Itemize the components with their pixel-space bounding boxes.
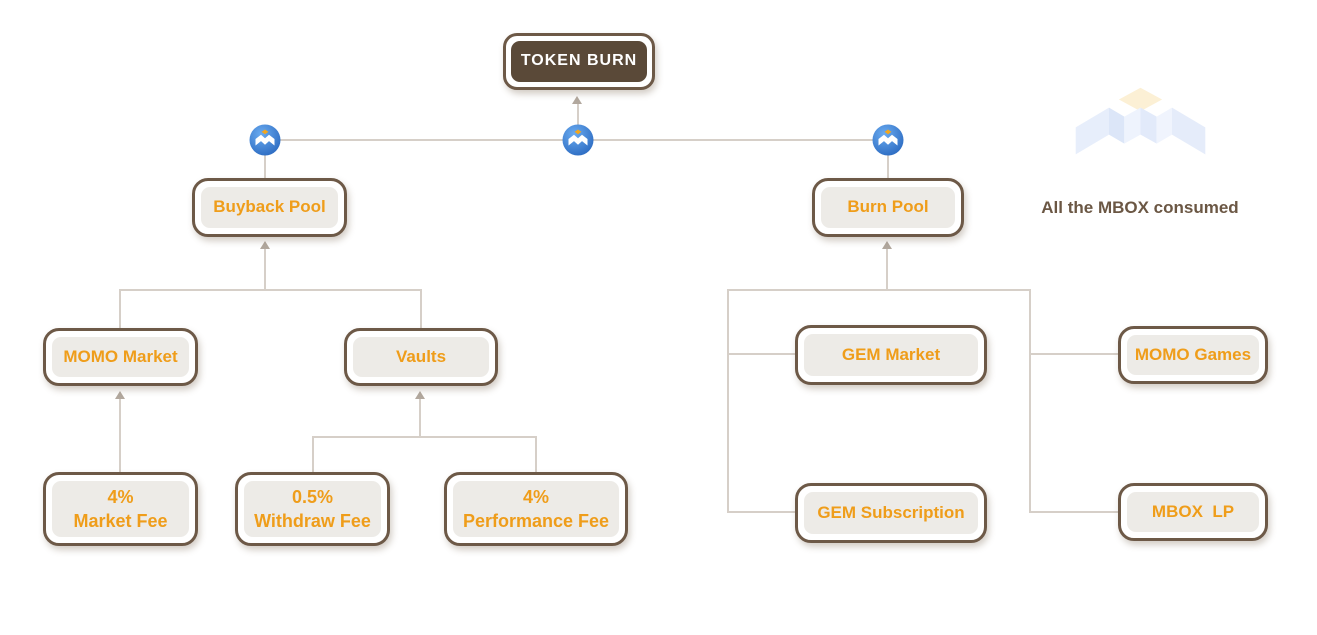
edge-buyback-bus — [120, 289, 422, 291]
node-buyback-pool: Buyback Pool — [192, 178, 347, 237]
edge-burn-right-rail — [1029, 289, 1031, 513]
edge-burn-left-rail — [727, 289, 729, 513]
node-momo-market: MOMO Market — [43, 328, 198, 386]
node-mbox-lp: MBOX LP — [1118, 483, 1268, 541]
edge-vaults-bus — [313, 436, 537, 438]
node-momo-games: MOMO Games — [1118, 326, 1268, 384]
node-mbox-lp-label: MBOX LP — [1151, 501, 1235, 521]
market-fee-percent: 4% — [107, 486, 134, 507]
node-token-burn: TOKEN BURN — [503, 33, 655, 90]
node-momo-market-label: MOMO Market — [63, 346, 178, 366]
edge-to-vaults — [419, 399, 421, 437]
withdraw-fee-percent: 0.5% — [291, 486, 334, 507]
edge-drop-withdraw-fee — [312, 436, 314, 472]
performance-fee-percent: 4% — [522, 486, 549, 507]
node-gem-market-label: GEM Market — [841, 344, 941, 364]
edge-left-coin-stem — [264, 140, 266, 178]
node-vaults: Vaults — [344, 328, 498, 386]
node-gem-subscription-label: GEM Subscription — [817, 502, 965, 522]
mobox-coin-icon — [872, 124, 904, 156]
node-burn-pool: Burn Pool — [812, 178, 964, 237]
node-buyback-pool-label: Buyback Pool — [213, 197, 326, 217]
edge-right-coin-stem — [887, 140, 889, 178]
node-withdraw-fee: 0.5% Withdraw Fee — [235, 472, 390, 546]
edge-drop-momo-market — [119, 289, 121, 328]
node-vaults-label: Vaults — [395, 346, 447, 366]
node-burn-pool-label: Burn Pool — [847, 197, 929, 217]
node-performance-fee: 4% Performance Fee — [444, 472, 628, 546]
node-gem-market: GEM Market — [795, 325, 987, 385]
edge-to-momo-market — [119, 399, 121, 472]
node-market-fee: 4% Market Fee — [43, 472, 198, 546]
arrowhead-to-token-burn — [572, 96, 582, 104]
node-momo-games-label: MOMO Games — [1134, 344, 1252, 364]
withdraw-fee-label: Withdraw Fee — [254, 511, 371, 531]
edge-stub-gem-market — [728, 353, 795, 355]
performance-fee-label: Performance Fee — [462, 511, 610, 531]
arrowhead-to-momo-market — [115, 391, 125, 399]
arrowhead-to-burn-pool — [882, 241, 892, 249]
edge-stub-momo-games — [1030, 353, 1118, 355]
edge-drop-vaults — [420, 289, 422, 328]
node-token-burn-label: TOKEN BURN — [520, 52, 638, 70]
edge-burn-bus — [728, 289, 1031, 291]
mobox-coin-icon — [562, 124, 594, 156]
arrowhead-to-buyback-pool — [260, 241, 270, 249]
arrowhead-to-vaults — [415, 391, 425, 399]
node-gem-subscription: GEM Subscription — [795, 483, 987, 543]
edge-drop-performance-fee — [535, 436, 537, 472]
market-fee-label: Market Fee — [73, 511, 168, 531]
edge-to-buyback-pool — [264, 249, 266, 290]
edge-top-arrow-stem — [577, 104, 579, 140]
edge-stub-mbox-lp — [1030, 511, 1118, 513]
edge-to-burn-pool — [886, 249, 888, 290]
edge-stub-gem-subscription — [728, 511, 795, 513]
watermark-caption: All the MBOX consumed — [1041, 198, 1239, 217]
mobox-watermark-icon — [1075, 87, 1206, 155]
mobox-coin-icon — [249, 124, 281, 156]
